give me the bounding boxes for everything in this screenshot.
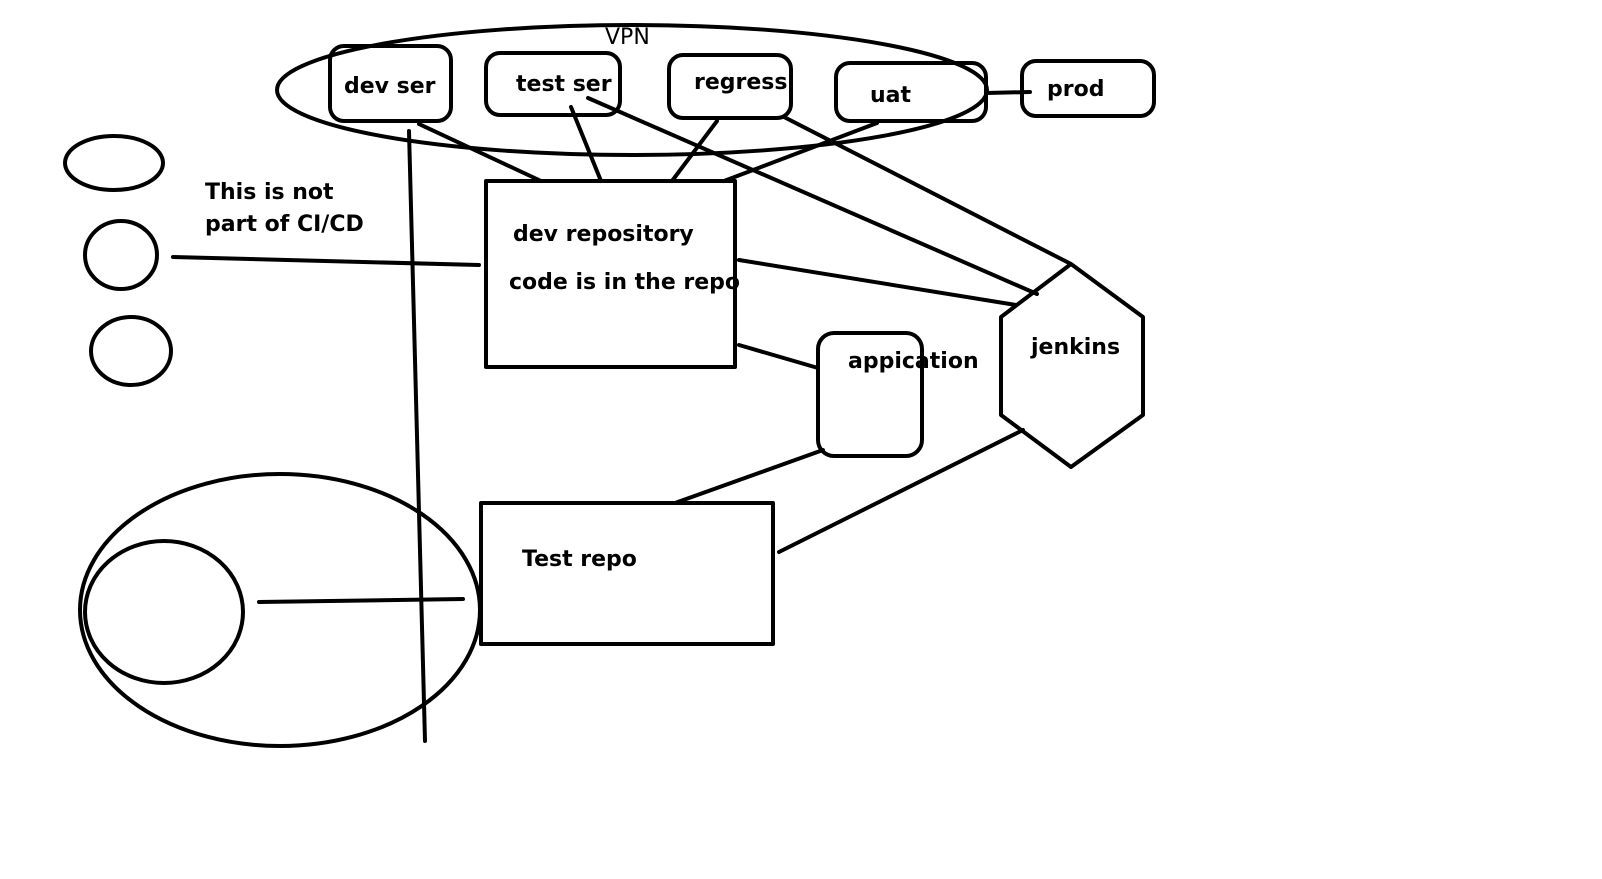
- uat-server-label: uat: [870, 83, 912, 108]
- jenkins-label: jenkins: [1030, 335, 1120, 360]
- decorative-circle-middle: [83, 219, 159, 291]
- prod-server-label: prod: [1047, 77, 1104, 102]
- test-server-box: [484, 51, 622, 117]
- application-to-test-repo-connector: [673, 448, 825, 505]
- regress-to-dev-repo-connector: [670, 119, 719, 183]
- dev-server-box: [328, 44, 453, 123]
- dev-server-to-dev-repo-connector: [417, 122, 543, 183]
- jenkins-to-test-repo-connector: [777, 428, 1025, 554]
- note-text-line1: This is not: [205, 180, 334, 205]
- dev-repo-to-jenkins-connector: [737, 258, 1018, 307]
- uat-to-dev-repo-connector: [722, 121, 879, 183]
- decorative-circle-bottom: [89, 315, 173, 387]
- regress-server-box: [667, 53, 793, 120]
- prod-server-box: [1020, 59, 1156, 118]
- decorative-ellipse-top: [63, 134, 165, 192]
- jenkins-hexagon: [999, 262, 1145, 469]
- vpn-label: VPN: [605, 25, 650, 50]
- dev-server-label: dev ser: [344, 74, 436, 99]
- application-label: appication: [848, 349, 979, 374]
- uat-to-jenkins-connector: [782, 115, 1073, 266]
- uat-prod-connector: [984, 90, 1032, 95]
- test-server-to-dev-repo-connector: [569, 105, 603, 183]
- inner-circle-to-test-repo-connector: [257, 597, 465, 604]
- regress-server-label: regress: [694, 70, 787, 95]
- test-repo-box: [479, 501, 775, 646]
- test-repo-label: Test repo: [522, 547, 637, 572]
- dev-repository-box: [484, 179, 737, 369]
- test-server-to-jenkins-connector: [586, 96, 1039, 296]
- note-text-line2: part of CI/CD: [205, 212, 364, 237]
- bottom-left-inner-circle: [83, 539, 245, 685]
- note-circle-to-dev-repo-connector: [171, 255, 481, 267]
- dev-server-vertical-connector: [407, 129, 427, 743]
- test-server-label: test ser: [516, 72, 612, 97]
- dev-repo-to-application-connector: [737, 343, 820, 370]
- dev-repository-description: code is in the repo: [509, 270, 740, 295]
- application-box: [816, 331, 924, 458]
- dev-repository-title: dev repository: [513, 222, 694, 247]
